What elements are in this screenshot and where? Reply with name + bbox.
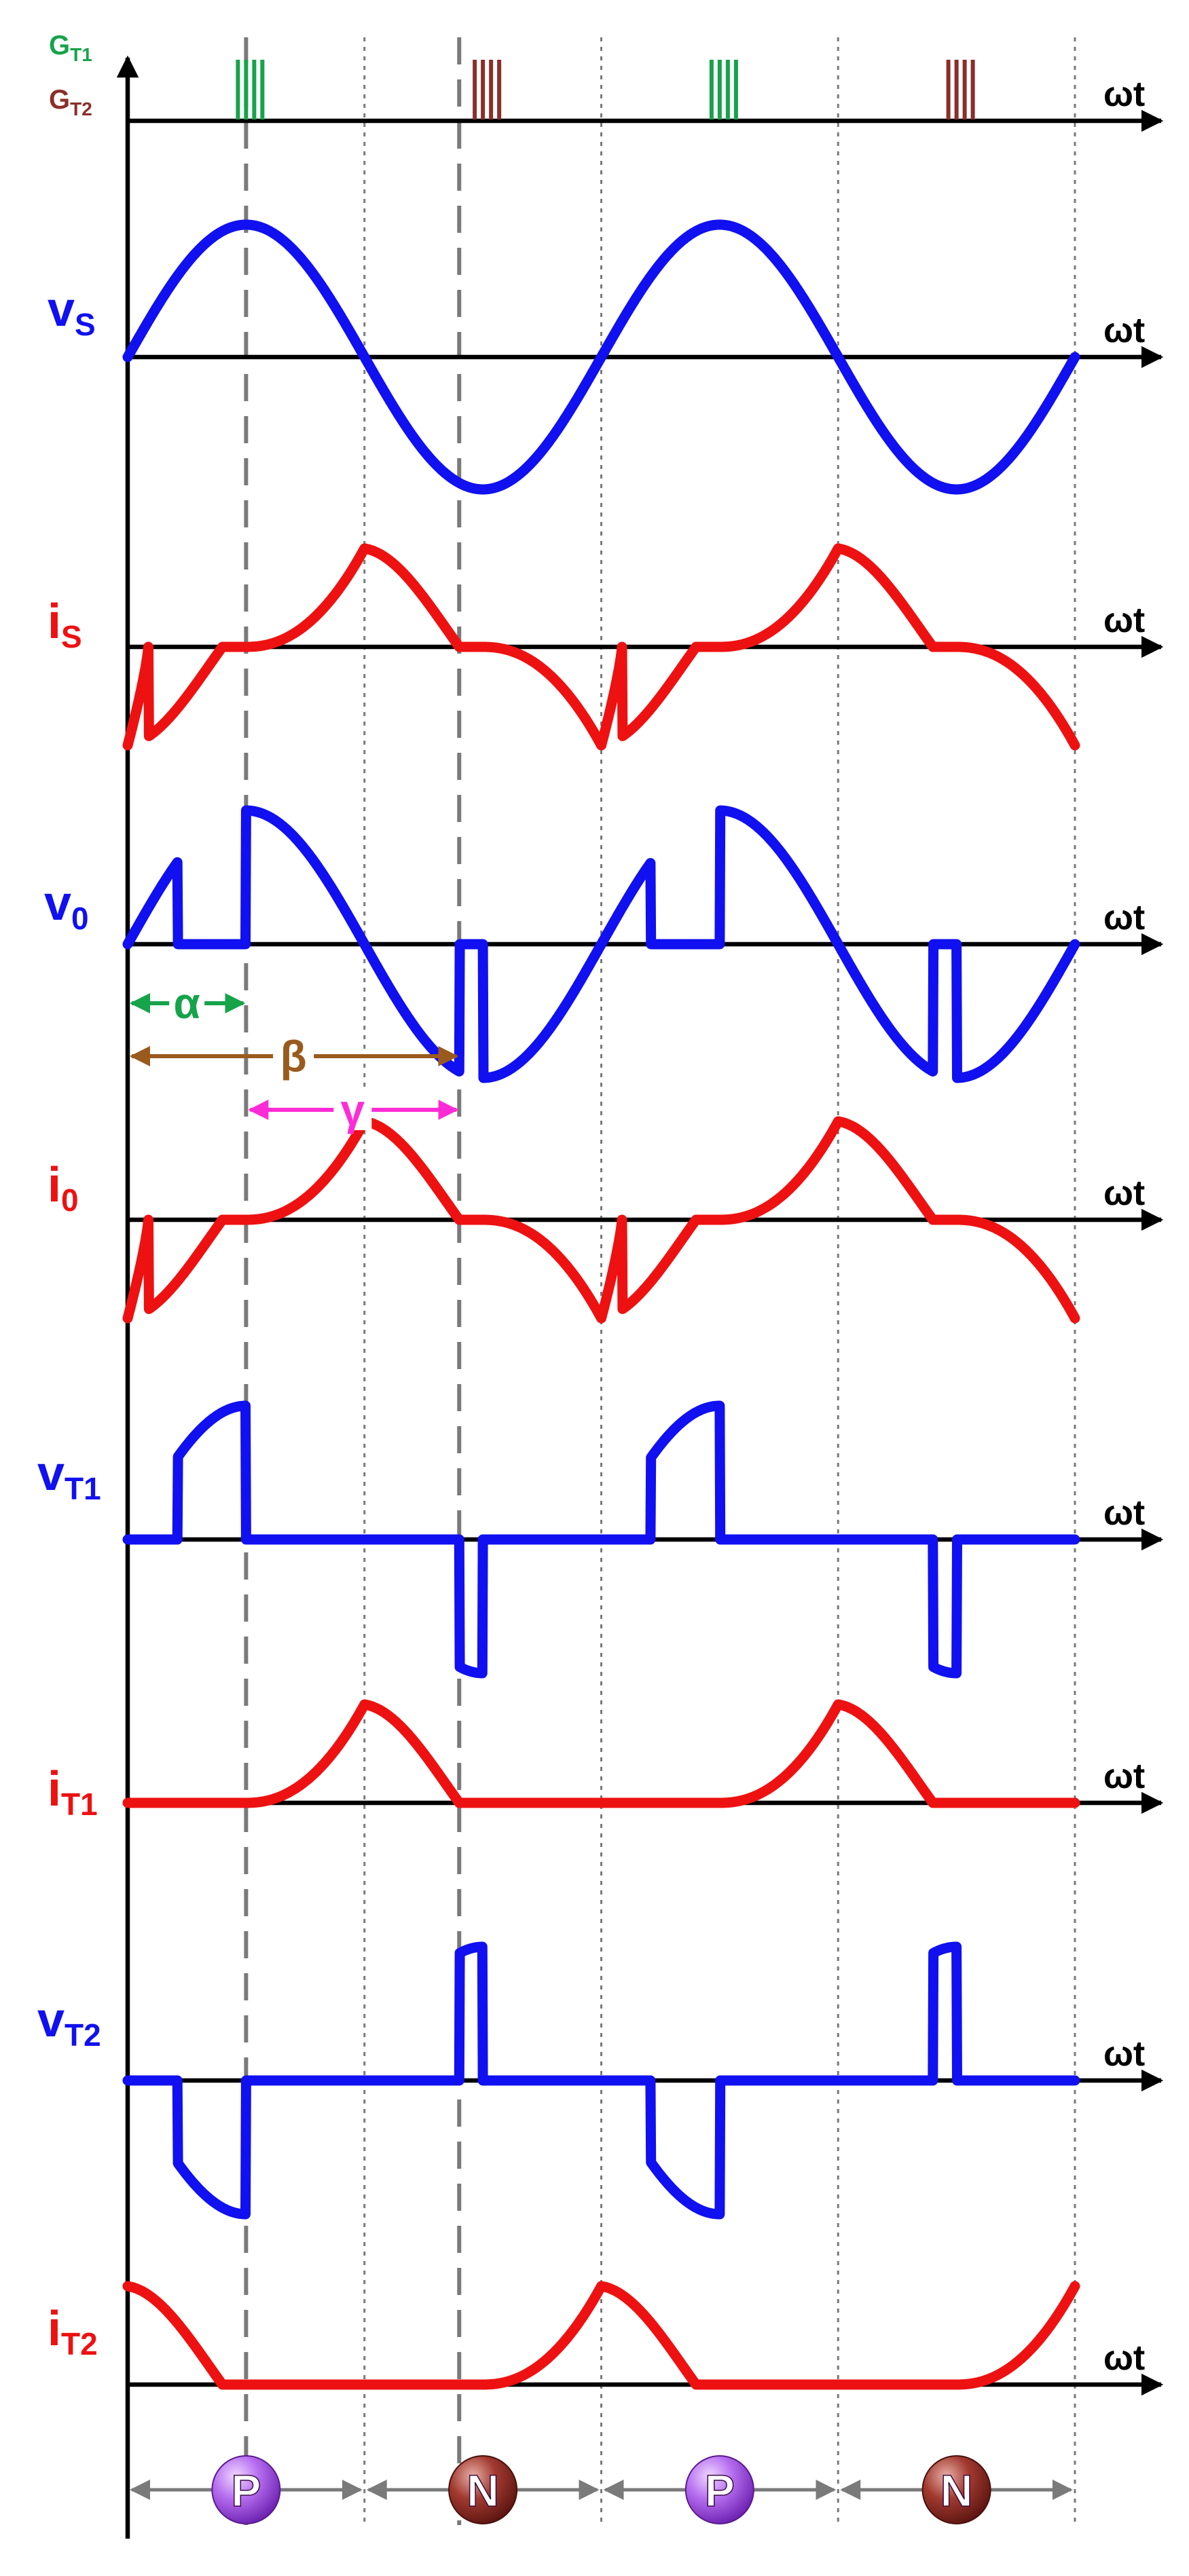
v0-wave [122, 805, 1080, 1083]
axis-label: ωt [1103, 601, 1145, 640]
signal-label-is: iS [48, 595, 82, 654]
angle-markers: α βγ [130, 979, 459, 1134]
it2-wave [122, 2281, 1080, 2390]
guide-lines [244, 37, 1076, 2525]
mode-badge-n [921, 2455, 991, 2524]
mode-label: P [231, 2465, 261, 2516]
signal-label-it1: iT1 [48, 1762, 98, 1822]
axis-label: ωt [1103, 1493, 1145, 1533]
mode-label: N [940, 2465, 973, 2516]
time-axes: ωt ωt ωt ωt ωt ωt ωt ωt ωt [116, 55, 1164, 2539]
is-wave [122, 543, 1080, 751]
signal-label-v0: v0 [44, 876, 89, 936]
beta-label: β [280, 1032, 307, 1081]
axis-label: ωt [1103, 898, 1145, 937]
gate-label-t2: GT2 [49, 85, 92, 119]
signal-label-i0: i0 [48, 1158, 79, 1218]
axis-label: ωt [1103, 311, 1145, 350]
gamma-label: γ [341, 1085, 365, 1134]
vs-wave [122, 219, 1080, 495]
mode-badge-n [448, 2455, 518, 2524]
mode-badge-p [684, 2455, 754, 2524]
axis-label: ωt [1103, 75, 1145, 114]
beta-gap [273, 1036, 314, 1077]
mode-badge-p [211, 2455, 281, 2524]
gate-pulses [236, 60, 975, 119]
signal-label-vs: vS [48, 282, 96, 342]
signal-label-vt2: vT2 [37, 1993, 101, 2053]
axis-label: ωt [1103, 2034, 1145, 2074]
axis-label: ωt [1103, 2338, 1145, 2378]
axis-label: ωt [1103, 1174, 1145, 1213]
axis-label: ωt [1103, 1757, 1145, 1796]
vt1-wave [122, 1400, 1080, 1679]
gate-label-t1: GT1 [49, 31, 92, 65]
gamma-gap [333, 1089, 372, 1130]
vt2-wave [122, 1941, 1080, 2220]
it1-wave [122, 1699, 1080, 1808]
waveforms [122, 219, 1080, 2390]
mode-label: P [705, 2465, 735, 2516]
alpha-label: α [174, 979, 200, 1028]
signal-label-vt1: vT1 [37, 1446, 101, 1506]
signal-label-it2: iT2 [48, 2302, 98, 2362]
alpha-gap [169, 986, 205, 1021]
i0-wave [122, 1116, 1080, 1324]
mode-label: N [467, 2465, 499, 2516]
